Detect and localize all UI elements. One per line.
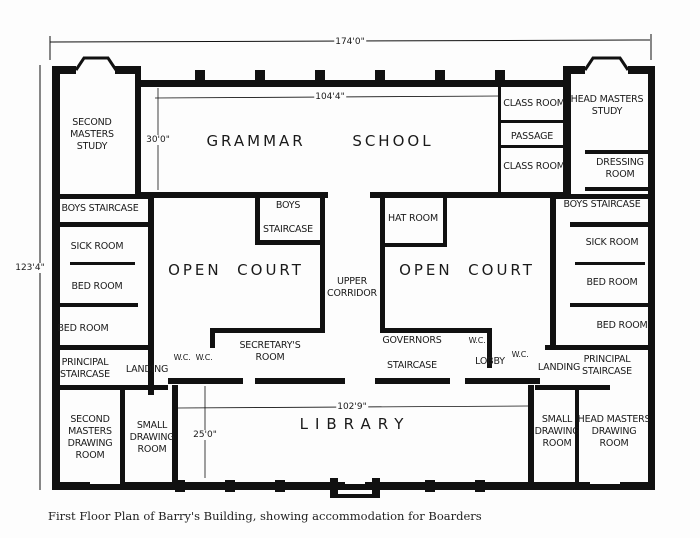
grammar-school-width-label: 30'0" bbox=[145, 135, 171, 145]
room-library: LIBRARY bbox=[299, 415, 411, 433]
room-lobby: LOBBY bbox=[475, 356, 505, 367]
room-governors-staircase-bottom: STAIRCASE bbox=[387, 360, 437, 371]
room-governors-staircase-top: GOVERNORS bbox=[382, 335, 442, 346]
room-boys-staircase-left: BOYS STAIRCASE bbox=[61, 203, 139, 214]
overall-width-label: 174'0" bbox=[334, 37, 366, 47]
room-wc-1: W.C. bbox=[173, 353, 191, 362]
room-landing-left: LANDING bbox=[125, 364, 169, 375]
room-wc-2: W.C. bbox=[195, 353, 213, 362]
room-bed-room-right-1: BED ROOM bbox=[586, 277, 638, 288]
room-open-court-left: OPEN COURT bbox=[168, 261, 304, 279]
overall-depth-label: 123'4" bbox=[14, 263, 46, 273]
library-length-label: 102'9" bbox=[336, 402, 368, 412]
room-small-drawing-room-right: SMALL DRAWING ROOM bbox=[534, 414, 580, 449]
room-principal-staircase-left: PRINCIPAL STAIRCASE bbox=[60, 357, 110, 380]
grammar-school-length-label: 104'4" bbox=[314, 92, 346, 102]
room-bed-room-right-2: BED ROOM bbox=[596, 320, 648, 331]
room-sick-room-right: SICK ROOM bbox=[585, 237, 639, 248]
room-passage: PASSAGE bbox=[510, 131, 554, 142]
plan-caption: First Floor Plan of Barry's Building, sh… bbox=[48, 509, 482, 523]
room-wc-4: W.C. bbox=[511, 350, 529, 359]
room-open-court-right: OPEN COURT bbox=[399, 261, 535, 279]
room-upper-corridor: UPPER CORRIDOR bbox=[327, 276, 377, 299]
walls bbox=[52, 56, 655, 498]
room-bed-room-left-2: BED ROOM bbox=[57, 323, 109, 334]
room-sick-room-left: SICK ROOM bbox=[70, 241, 124, 252]
room-head-masters-study: HEAD MASTERS STUDY bbox=[570, 94, 644, 117]
room-bed-room-left-1: BED ROOM bbox=[71, 281, 123, 292]
room-second-masters-drawing-room: SECOND MASTERS DRAWING ROOM bbox=[67, 414, 113, 461]
room-second-masters-study: SECOND MASTERS STUDY bbox=[70, 117, 114, 152]
room-class-room-2: CLASS ROOM bbox=[503, 161, 565, 172]
room-hat-room: HAT ROOM bbox=[388, 213, 438, 224]
room-principal-staircase-right: PRINCIPAL STAIRCASE bbox=[582, 354, 632, 377]
room-head-masters-drawing-room: HEAD MASTERS DRAWING ROOM bbox=[577, 414, 651, 449]
room-class-room-1: CLASS ROOM bbox=[503, 98, 565, 109]
room-wc-3: W.C. bbox=[468, 336, 486, 345]
room-landing-right: LANDING bbox=[537, 362, 581, 373]
room-boys-staircase-right: BOYS STAIRCASE bbox=[563, 199, 641, 210]
room-secretarys-room: SECRETARY'S ROOM bbox=[239, 340, 301, 363]
room-boys-staircase-center: BOYS STAIRCASE bbox=[263, 200, 313, 235]
room-dressing-room: DRESSING ROOM bbox=[596, 157, 644, 180]
library-width-label: 25'0" bbox=[192, 430, 218, 440]
room-grammar-school: GRAMMAR SCHOOL bbox=[206, 132, 434, 150]
room-small-drawing-room-left: SMALL DRAWING ROOM bbox=[129, 420, 175, 455]
